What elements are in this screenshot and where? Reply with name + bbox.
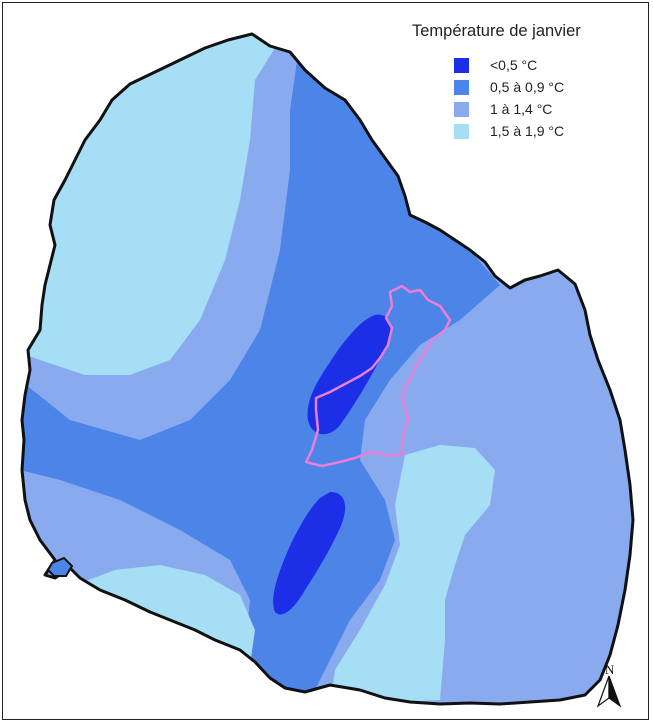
zone-1-5-to-1-9-southeast [330, 445, 495, 704]
city-boundary [304, 284, 452, 468]
legend-swatch [454, 101, 469, 117]
legend-swatch [454, 79, 469, 95]
legend-item: 1,5 à 1,9 °C [454, 121, 642, 141]
legend-label: 0,5 à 0,9 °C [490, 79, 565, 95]
department-boundary [20, 32, 635, 706]
north-arrow-right-half [608, 675, 622, 708]
legend-item: 0,5 à 0,9 °C [454, 77, 642, 97]
legend: Température de janvier <0,5 °C 0,5 à 0,9… [412, 22, 642, 143]
zone-below-0-5-south [273, 492, 346, 615]
legend-label: <0,5 °C [490, 57, 538, 73]
legend-item: <0,5 °C [454, 55, 642, 75]
legend-label: 1 à 1,4 °C [490, 101, 553, 117]
western-enclave [46, 556, 74, 577]
legend-swatch [454, 123, 469, 139]
legend-swatch [454, 57, 469, 73]
north-label: N [605, 662, 615, 677]
legend-label: 1,5 à 1,9 °C [490, 123, 565, 139]
zone-below-0-5-north [307, 314, 391, 435]
north-arrow-left-half [596, 675, 610, 708]
zone-0-5-to-0-9-main [22, 40, 500, 700]
legend-item: 1 à 1,4 °C [454, 99, 642, 119]
legend-title: Température de janvier [412, 22, 581, 40]
north-arrow-icon: N [596, 662, 622, 708]
